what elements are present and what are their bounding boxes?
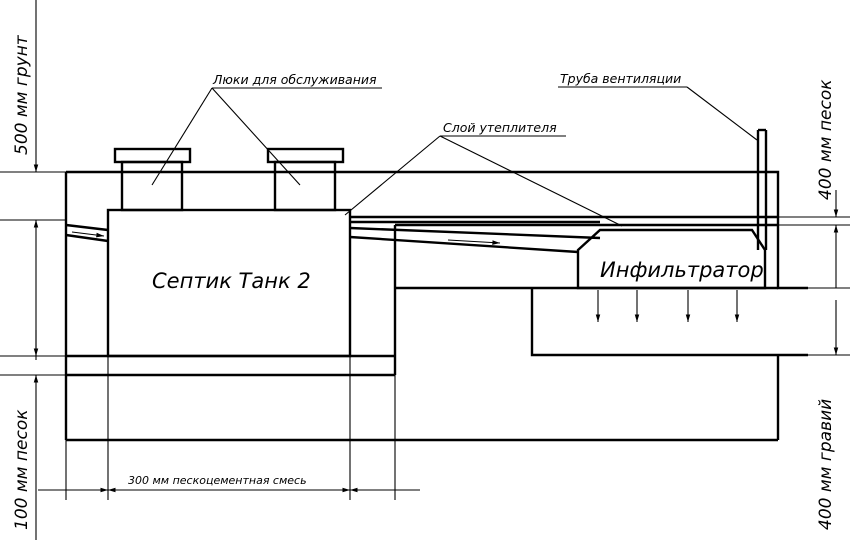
vent-pipe [756, 128, 768, 250]
hatch-right [266, 147, 345, 212]
right-sand-dimension: 400 мм песок [816, 79, 836, 200]
ground-outline [64, 170, 808, 442]
top-soil-dimension: 500 мм грунт [12, 34, 32, 155]
hatch-left [113, 147, 192, 212]
insulation-label: Слой утеплителя [443, 120, 557, 135]
outlet-pipe [349, 226, 601, 254]
insulation-layer [350, 215, 778, 227]
hatches-label: Люки для обслуживания [212, 72, 377, 87]
bottom-sand-dimension: 100 мм песок [12, 409, 32, 530]
vent-pipe-label: Труба вентиляции [560, 71, 681, 86]
mix-label: 300 мм пескоцементная смесь [128, 474, 307, 487]
inlet-pipe [65, 223, 109, 243]
infiltration-arrows [595, 290, 740, 322]
right-gravel-dimension: 400 мм гравий [816, 399, 836, 530]
infiltrator-label: Инфильтратор [600, 258, 764, 282]
tank-label: Септик Танк 2 [152, 269, 311, 293]
gravel-bed [530, 288, 808, 357]
leader-lines [151, 86, 758, 227]
septic-tank [66, 208, 395, 358]
